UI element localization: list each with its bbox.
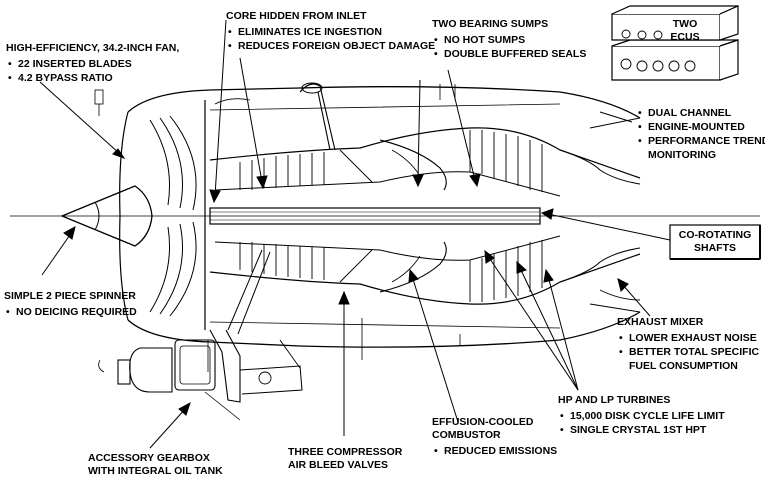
gearbox-line2: WITH INTEGRAL OIL TANK [88,465,223,477]
core-heading: CORE HIDDEN FROM INLET [226,10,367,22]
fan-bullet-bypass: 4.2 BYPASS RATIO [6,71,179,85]
mixer-heading: EXHAUST MIXER [617,316,704,328]
mixer-bullet-sfc-continuation: FUEL CONSUMPTION [629,360,738,372]
fan-blades [149,100,206,330]
spinner-bullet-deicing: NO DEICING REQUIRED [4,305,137,319]
shafts-label-line2: SHAFTS [694,242,736,254]
spinner-heading: SIMPLE 2 PIECE SPINNER [4,290,136,302]
shafts-label: CO-ROTATING SHAFTS [670,229,760,255]
turbine-stages [469,130,543,302]
core-bullet-ice: ELIMINATES ICE INGESTION [226,25,435,39]
fan-bullet-blades: 22 INSERTED BLADES [6,57,179,71]
combustor-bullet-emissions: REDUCED EMISSIONS [432,444,557,458]
top-fittings [94,84,456,116]
spinner-split [94,201,100,231]
spinner-callout: SIMPLE 2 PIECE SPINNER NO DEICING REQUIR… [4,290,137,319]
fan-callout: HIGH-EFFICIENCY, 34.2-INCH FAN, 22 INSER… [6,42,179,85]
compressor-stages [239,149,373,283]
combustor-callout: EFFUSION-COOLED COMBUSTOR REDUCED EMISSI… [432,416,557,458]
sumps-bullet-seals: DOUBLE BUFFERED SEALS [432,47,586,61]
turbines-bullet-crystal: SINGLE CRYSTAL 1ST HPT [558,423,725,437]
turbines-callout: HP AND LP TURBINES 15,000 DISK CYCLE LIF… [558,394,725,437]
ecus-label-line1: TWO [672,18,698,30]
ecu-bullet-trend: PERFORMANCE TREND [636,134,765,148]
inlet-lip [119,111,129,321]
combustor-heading-line1: EFFUSION-COOLED [432,416,534,428]
ecu-boxes [611,5,739,81]
accessory-gearbox-drawing [98,329,303,421]
ecu-bullet-trend-continuation: MONITORING [648,149,717,161]
sumps-heading: TWO BEARING SUMPS [432,18,549,30]
core-outer-lower [209,253,641,305]
sumps-bullet-no-hot: NO HOT SUMPS [432,33,586,47]
ecu-bullet-dual-channel: DUAL CHANNEL [636,106,765,120]
nacelle-outline [127,86,641,348]
bleed-line1: THREE COMPRESSOR [288,446,403,458]
core-callout: CORE HIDDEN FROM INLET ELIMINATES ICE IN… [226,10,435,53]
core-inner-lower [214,235,561,261]
shafts-label-box [669,224,761,260]
main-shaft [209,207,541,225]
ecus-label: TWO ECUS [650,18,720,44]
ecu-bullet-engine-mounted: ENGINE-MOUNTED [636,120,765,134]
ecus-label-line2: ECUS [670,31,700,43]
gearbox-callout: ACCESSORY GEARBOX WITH INTEGRAL OIL TANK [88,452,223,478]
gearbox-line1: ACCESSORY GEARBOX [88,452,210,464]
combustor-heading-line2: COMBUSTOR [432,429,501,441]
fan-heading: HIGH-EFFICIENCY, 34.2-INCH FAN, [6,42,180,54]
turbines-bullet-life: 15,000 DISK CYCLE LIFE LIMIT [558,409,725,423]
bleed-line2: AIR BLEED VALVES [288,459,388,471]
core-bullet-fod: REDUCES FOREIGN OBJECT DAMAGE [226,39,435,53]
spinner-shape [60,185,153,247]
shafts-label-line1: CO-ROTATING [678,229,752,241]
core-outer-upper [209,127,641,179]
core-inner-upper [214,171,561,197]
bleed-callout: THREE COMPRESSOR AIR BLEED VALVES [288,446,402,472]
turbines-heading: HP AND LP TURBINES [558,394,671,406]
exhaust-mixer [559,149,641,283]
mixer-bullet-sfc: BETTER TOTAL SPECIFIC [617,345,759,359]
mixer-callout: EXHAUST MIXER LOWER EXHAUST NOISE BETTER… [617,316,759,373]
mixer-bullet-noise: LOWER EXHAUST NOISE [617,331,759,345]
sumps-callout: TWO BEARING SUMPS NO HOT SUMPS DOUBLE BU… [432,18,586,61]
bleed-duct [299,83,336,151]
ecu-features-callout: DUAL CHANNEL ENGINE-MOUNTED PERFORMANCE … [636,106,765,162]
combustor-liner [379,139,447,293]
leader-lines [39,19,671,449]
